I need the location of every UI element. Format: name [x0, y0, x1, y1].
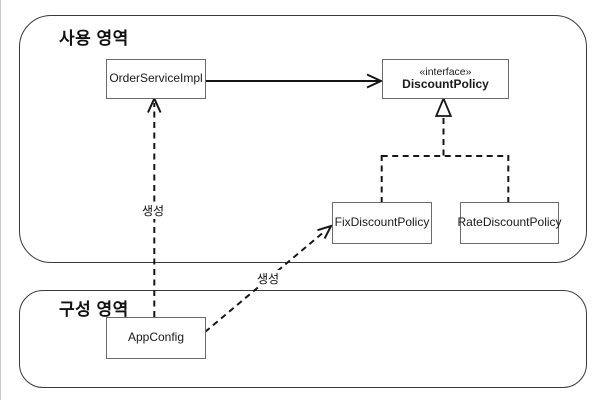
node-label: DiscountPolicy [402, 77, 489, 92]
association-arrow [204, 73, 384, 89]
open-arrowhead-icon [366, 73, 384, 89]
node-app-config: AppConfig [106, 317, 206, 359]
zone-usage: 사용 영역 [19, 15, 587, 263]
realization-connector [380, 118, 510, 202]
open-arrowhead-icon [317, 224, 333, 240]
node-rate-discount-policy: RateDiscountPolicy [457, 202, 562, 244]
node-order-service-impl: OrderServiceImpl [106, 59, 206, 99]
zone-config-title: 구성 영역 [59, 300, 129, 319]
window-edge-line [0, 0, 1, 400]
node-label: FixDiscountPolicy [334, 215, 430, 230]
hollow-triangle-icon [434, 96, 453, 117]
node-fix-discount-policy: FixDiscountPolicy [332, 202, 432, 244]
zone-usage-title: 사용 영역 [59, 29, 129, 48]
stereotype-label: «interface» [419, 66, 472, 79]
edge-label-create-order: 생성 [140, 202, 167, 219]
edge-label-create-fix: 생성 [255, 270, 282, 287]
node-label: RateDiscountPolicy [457, 215, 562, 230]
node-label: AppConfig [127, 330, 185, 345]
node-label: OrderServiceImpl [109, 71, 203, 86]
zone-config: 구성 영역 [19, 290, 587, 388]
node-discount-policy: «interface» DiscountPolicy [382, 59, 509, 99]
